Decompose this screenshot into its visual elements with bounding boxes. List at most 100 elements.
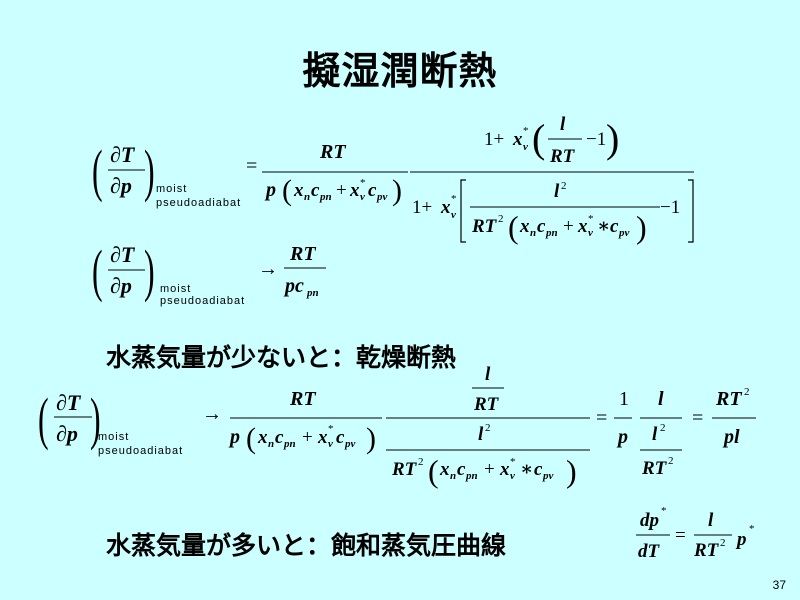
svg-text:+: + [302,427,313,448]
svg-text:RT: RT [473,394,500,415]
svg-text:x: x [257,427,268,448]
svg-text:*: * [661,505,667,517]
svg-text:(: ( [532,116,545,161]
svg-text:): ) [636,209,647,245]
svg-text:∗: ∗ [520,459,533,480]
svg-text:*: * [510,456,516,468]
svg-text:+: + [336,180,347,201]
svg-text:=: = [246,155,257,177]
svg-text:l: l [560,114,566,135]
svg-text:(: ( [428,453,439,489]
svg-text:v: v [588,227,593,239]
subscript-pseudoadiabat-3: pseudoadiabat [98,445,183,457]
svg-text:2: 2 [561,180,567,192]
svg-text:pl: pl [722,426,740,448]
svg-text:2: 2 [744,386,750,398]
svg-text:(: ( [246,422,256,455]
svg-text:c: c [275,427,284,448]
svg-text:pn: pn [306,287,319,299]
svg-text:v: v [510,470,515,482]
svg-text:x: x [499,459,510,480]
section-heading-small-vapor: 水蒸気量が少ないと：乾燥断熱 [106,343,457,372]
svg-text:p: p [228,426,240,448]
section-heading-large-vapor: 水蒸気量が多いと：飽和蒸気圧曲線 [106,531,507,560]
svg-text:*: * [451,193,457,205]
svg-text:c: c [610,216,619,237]
svg-text:→: → [258,258,278,280]
svg-text:n: n [304,191,310,203]
subscript-moist-3: moist [98,431,129,443]
svg-text:dp: dp [640,510,659,531]
svg-text:2: 2 [418,456,424,468]
svg-text:): ) [144,239,155,303]
svg-text:RT: RT [641,458,668,479]
svg-text:1+: 1+ [412,197,432,218]
svg-text:*: * [360,177,366,189]
svg-text:pv: pv [542,470,554,482]
svg-text:−1: −1 [660,197,680,218]
svg-text:pv: pv [344,438,356,450]
svg-text:l: l [485,364,491,385]
svg-text:v: v [523,141,528,153]
svg-text:−1: −1 [586,129,606,150]
svg-text:(: ( [92,239,103,303]
svg-text:c: c [457,459,466,480]
svg-text:l: l [652,424,658,445]
svg-text:RT: RT [319,141,346,163]
svg-text:(: ( [282,174,292,207]
svg-text:x: x [439,459,450,480]
svg-text:=: = [692,407,703,429]
equation-general: ( ∂T ∂p ) moist pseudoadiabat = RT p ( x… [92,114,694,245]
svg-text:RT: RT [289,243,316,265]
svg-text:pn: pn [545,227,558,239]
svg-text:x: x [519,216,530,237]
svg-text:): ) [366,422,376,455]
svg-text:x: x [317,427,328,448]
svg-text:p: p [616,426,628,448]
svg-text:+: + [484,459,495,480]
svg-text:RT: RT [715,388,742,410]
svg-text:1: 1 [619,388,629,410]
svg-text:∂T: ∂T [110,142,136,167]
svg-text:): ) [606,116,619,161]
svg-text:RT: RT [549,146,576,167]
subscript-moist: moist [156,183,187,195]
svg-text:l: l [708,510,714,531]
svg-text:l: l [658,388,664,410]
svg-text:c: c [534,459,543,480]
svg-text:n: n [530,227,536,239]
svg-text:*: * [328,423,334,435]
svg-text:l: l [554,181,560,202]
slide-title: 擬湿潤断熱 [302,49,498,93]
svg-text:x: x [512,129,523,150]
svg-text:∂T: ∂T [56,390,82,415]
svg-text:=: = [675,525,686,546]
svg-text:∂T: ∂T [110,242,136,267]
svg-text:c: c [537,216,546,237]
svg-text:p: p [264,179,276,201]
equation-dry: ( ∂T ∂p ) moist pseudoadiabat → RT p ( x… [38,364,756,489]
svg-text:pc: pc [283,275,304,297]
svg-text:x: x [349,180,360,201]
svg-text:∂p: ∂p [110,173,132,198]
svg-text:(: ( [92,139,103,203]
subscript-pseudoadiabat: pseudoadiabat [156,197,241,209]
svg-text:*: * [749,523,755,535]
svg-text:=: = [596,407,607,429]
subscript-moist-2: moist [160,283,191,295]
svg-text:v: v [360,191,365,203]
svg-text:c: c [368,180,377,201]
svg-text:*: * [523,125,529,137]
svg-text:1+: 1+ [484,129,504,150]
svg-text:RT: RT [391,459,418,480]
svg-text:2: 2 [498,213,504,225]
svg-text:): ) [566,453,577,489]
svg-text:v: v [451,209,456,221]
svg-text:→: → [202,403,222,425]
svg-text:p: p [735,529,747,550]
page-number: 37 [772,578,786,592]
svg-text:2: 2 [660,422,666,434]
svg-text:(: ( [508,209,519,245]
